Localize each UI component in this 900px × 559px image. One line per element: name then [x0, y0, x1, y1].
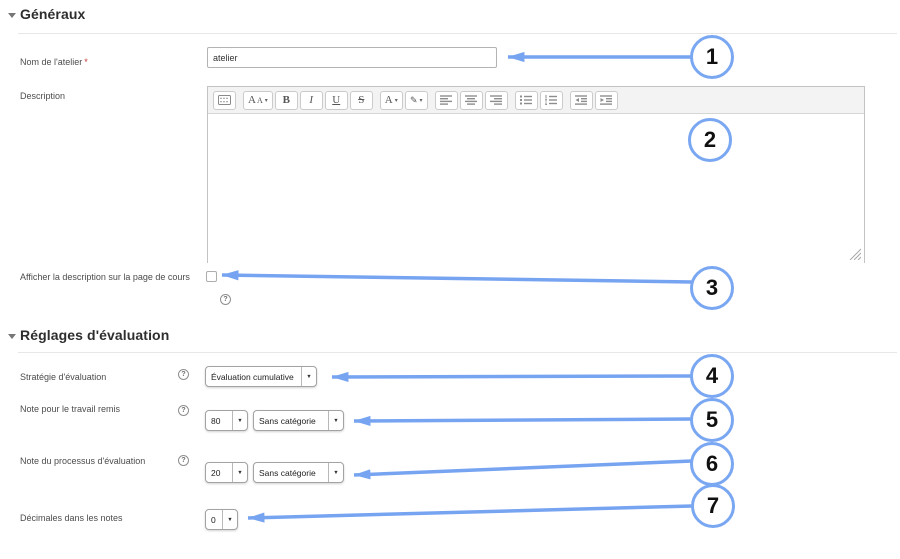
caret-down-icon: ▾: [264, 97, 268, 104]
bullet-list-button[interactable]: [514, 90, 538, 110]
assessment-grade-value: 20: [211, 467, 221, 478]
section-divider: [18, 352, 897, 353]
callout-1: 1: [690, 35, 734, 79]
dropdown-arrow-icon: ▼: [301, 367, 316, 386]
align-center-button[interactable]: [459, 90, 483, 110]
callout-3: 3: [690, 266, 734, 310]
resize-handle-icon[interactable]: [848, 247, 861, 260]
description-editor-content[interactable]: [208, 114, 864, 263]
assessment-grade-select[interactable]: 20 ▼: [205, 462, 248, 483]
assessment-category-select[interactable]: Sans catégorie ▼: [253, 462, 344, 483]
dropdown-arrow-icon: ▼: [222, 510, 237, 529]
dropdown-arrow-icon: ▼: [328, 411, 343, 430]
show-description-checkbox[interactable]: [206, 271, 217, 282]
font-color-button[interactable]: A▾: [379, 90, 403, 110]
assessment-category-value: Sans catégorie: [259, 467, 316, 478]
dropdown-arrow-icon: ▼: [328, 463, 343, 482]
required-asterisk: *: [84, 57, 88, 67]
submission-category-select[interactable]: Sans catégorie ▼: [253, 410, 344, 431]
highlight-color-button[interactable]: ✎▾: [404, 90, 428, 110]
submission-grade-label: Note pour le travail remis: [20, 404, 121, 414]
name-label-row: Nom de l'atelier*: [20, 52, 88, 70]
description-label: Description: [20, 91, 66, 101]
callout-7: 7: [691, 484, 735, 528]
align-right-button[interactable]: [484, 90, 508, 110]
caret-down-icon: ▾: [419, 97, 423, 104]
submission-grade-value: 80: [211, 415, 221, 426]
decimals-select[interactable]: 0 ▼: [205, 509, 238, 530]
collapse-triangle-icon: [8, 13, 16, 18]
caret-down-icon: ▾: [394, 97, 398, 104]
underline-button[interactable]: U: [324, 90, 348, 110]
assessment-grade-label: Note du processus d'évaluation: [20, 456, 146, 466]
submission-category-value: Sans catégorie: [259, 415, 316, 426]
italic-button[interactable]: I: [299, 90, 323, 110]
strategy-select[interactable]: Évaluation cumulative ▼: [205, 366, 317, 387]
decimals-label: Décimales dans les notes: [20, 513, 123, 523]
help-icon[interactable]: ?: [178, 369, 189, 380]
section-title-general[interactable]: Généraux: [20, 6, 86, 22]
section-divider: [18, 33, 897, 34]
callout-4: 4: [690, 354, 734, 398]
collapse-toolbar-button[interactable]: [213, 90, 236, 110]
strategy-label: Stratégie d'évaluation: [20, 372, 107, 382]
indent-button[interactable]: [594, 90, 618, 110]
dropdown-arrow-icon: ▼: [232, 411, 247, 430]
help-icon[interactable]: ?: [220, 294, 231, 305]
bold-button[interactable]: B: [274, 90, 298, 110]
name-label: Nom de l'atelier: [20, 57, 83, 67]
outdent-button[interactable]: [569, 90, 593, 110]
ordered-list-button[interactable]: [539, 90, 563, 110]
align-left-button[interactable]: [434, 90, 458, 110]
callout-5: 5: [690, 398, 734, 442]
workshop-name-input[interactable]: [207, 47, 497, 68]
help-icon[interactable]: ?: [178, 455, 189, 466]
decimals-value: 0: [211, 514, 216, 525]
callout-6: 6: [690, 442, 734, 486]
strategy-select-value: Évaluation cumulative: [211, 371, 294, 382]
submission-grade-select[interactable]: 80 ▼: [205, 410, 248, 431]
section-title-grading[interactable]: Réglages d'évaluation: [20, 327, 170, 343]
help-icon[interactable]: ?: [178, 405, 189, 416]
show-description-label: Afficher la description sur la page de c…: [20, 272, 190, 282]
dropdown-arrow-icon: ▼: [232, 463, 247, 482]
callout-2: 2: [688, 118, 732, 162]
pen-icon: ✎: [409, 94, 418, 105]
collapse-triangle-icon: [8, 334, 16, 339]
strikethrough-button[interactable]: S: [349, 90, 373, 110]
